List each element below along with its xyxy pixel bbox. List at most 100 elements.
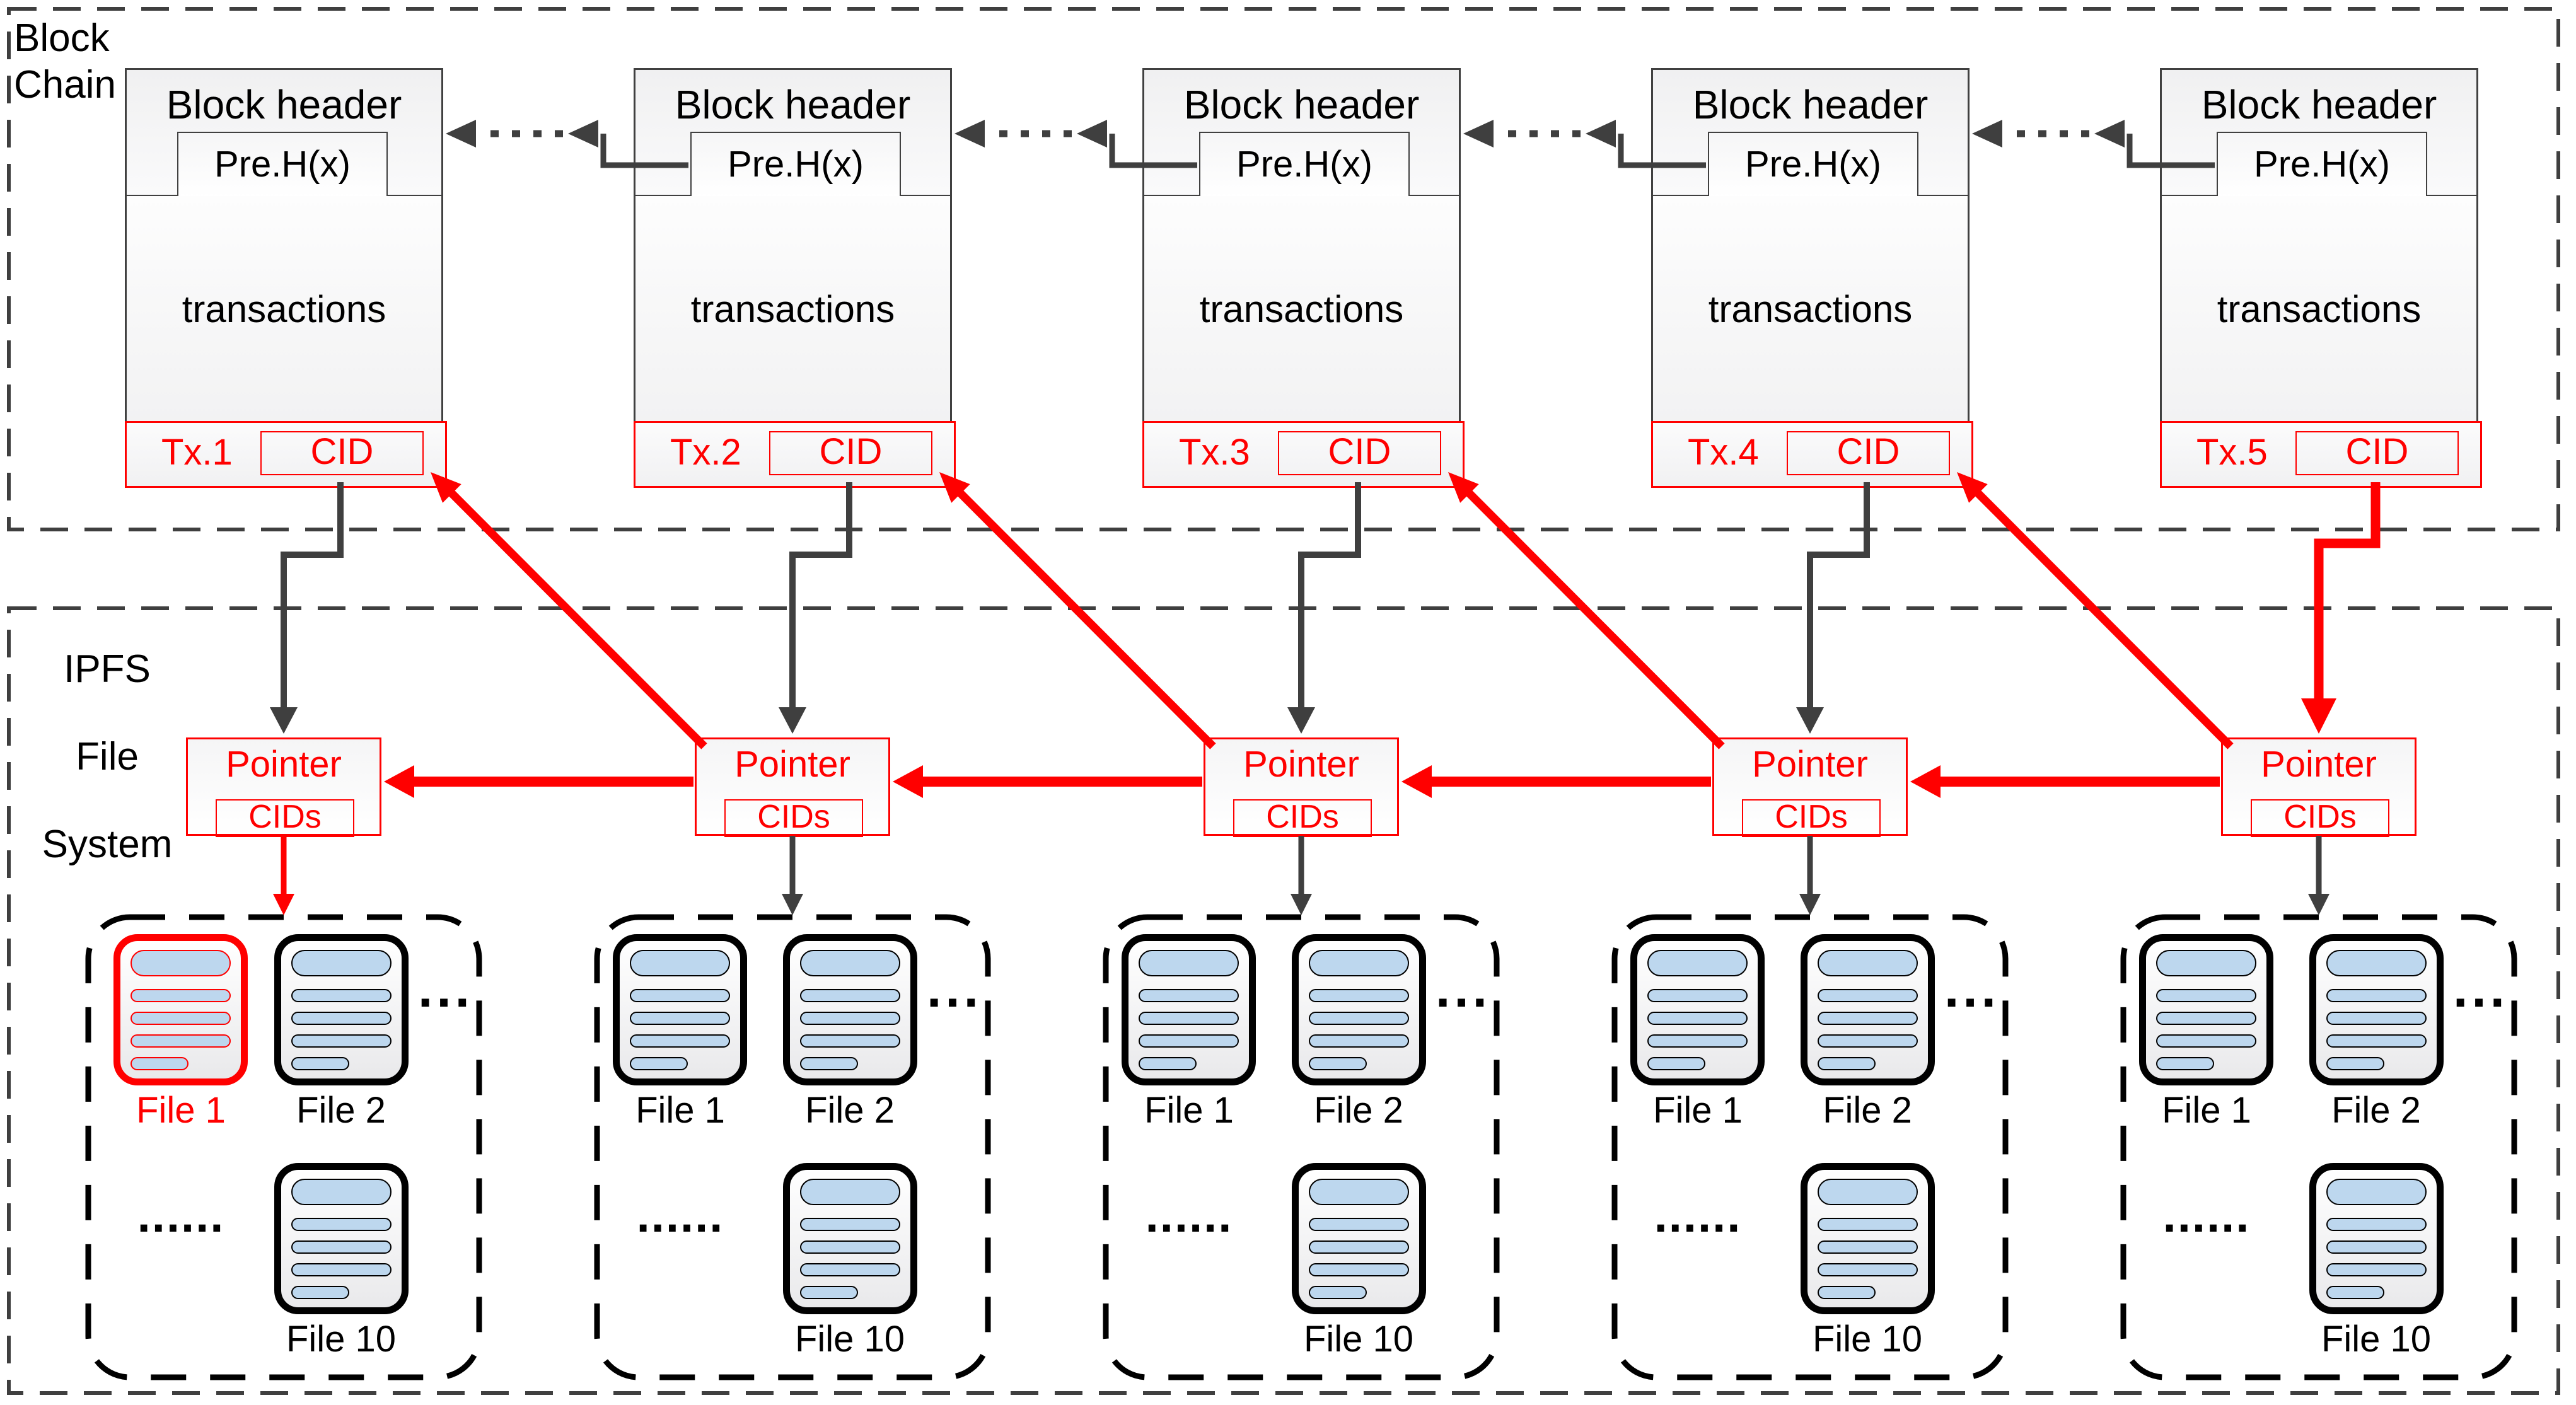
pointer-chain-arrow [1401,765,1711,798]
tx-label: Tx.1 [161,432,233,473]
prev-hash-box: Pre.H(x) [1199,132,1410,199]
file-label: File 1 [1653,1090,1743,1131]
file-label: File 10 [2321,1319,2432,1360]
tx-row: Tx.3 CID [1142,421,1465,488]
transactions-area: transactions [2162,196,2476,423]
pointer-to-file-arrow-red [273,836,294,915]
pointer-box-1: Pointer CIDs [186,737,381,837]
block-2: Block header Pre.H(x) transactions Tx.2 … [634,68,956,488]
tx-label: Tx.3 [1179,432,1250,473]
file-document-icon [2139,934,2273,1085]
cids-box: CIDs [216,799,354,837]
cid-to-pointer-arrow [779,482,852,734]
file-label: File 10 [1303,1319,1414,1360]
file-document-icon [1292,1163,1426,1314]
prev-hash-box: Pre.H(x) [690,132,901,199]
pointer-to-files-arrow [782,836,803,915]
pointer-to-cid-diagonal-arrow [431,472,707,749]
block-5: Block header Pre.H(x) transactions Tx.5 … [2160,68,2482,488]
file-label: File 1 [1144,1090,1234,1131]
file-document-icon [2309,1163,2444,1314]
block-3: Block header Pre.H(x) transactions Tx.3 … [1142,68,1465,488]
more-files-ellipsis: ...... [636,1189,724,1242]
file-label: File 10 [1812,1319,1923,1360]
file-document-icon [783,1163,917,1314]
file-document-icon [1630,934,1765,1085]
block-1: Block header Pre.H(x) transactions Tx.1 … [125,68,447,488]
cid-to-pointer-arrow [1287,482,1361,734]
cids-box: CIDs [724,799,863,837]
file-document-icon-highlighted [113,934,248,1085]
pointer-chain-arrow [893,765,1202,798]
blockchain-label-line1: Block [14,16,110,60]
file-document-icon [1122,934,1256,1085]
file-document-icon [274,934,409,1085]
more-files-ellipsis: ... [1436,959,1492,1018]
more-files-ellipsis: ... [418,959,474,1018]
tx-row: Tx.5 CID [2160,421,2482,488]
cid-to-pointer-arrow [270,482,344,734]
file-label: File 1 [635,1090,725,1131]
cid-box: CID [260,431,424,475]
transactions-area: transactions [127,196,441,423]
tx-label: Tx.5 [2196,432,2268,473]
tx-row: Tx.2 CID [634,421,956,488]
more-files-ellipsis: ... [1944,959,2000,1018]
transactions-area: transactions [1144,196,1459,423]
cids-box: CIDs [1742,799,1881,837]
file-label: File 1 [2162,1090,2251,1131]
pointer-to-cid-diagonal-arrow [1957,472,2234,749]
cid-to-pointer-arrow-red [2301,482,2381,734]
file-label: File 2 [296,1090,386,1131]
file-label: File 1 [136,1090,226,1131]
pointer-label: Pointer [226,744,342,785]
pointer-to-files-arrow [2308,836,2329,915]
ipfs-label-line1: IPFS [64,647,151,691]
more-files-ellipsis: ... [2453,959,2509,1018]
blockchain-section-label: Block Chain [14,15,116,108]
transactions-area: transactions [1653,196,1968,423]
pointer-to-files-arrow [1291,836,1312,915]
more-files-ellipsis: ... [927,959,983,1018]
file-label: File 2 [805,1090,895,1131]
pointer-box-2: Pointer CIDs [695,737,890,837]
cid-box: CID [1787,431,1950,475]
pointer-chain-arrow [1910,765,2220,798]
ipfs-section-label: IPFS File System [6,625,208,888]
ipfs-label-line3: System [42,823,173,866]
file-label: File 10 [286,1319,397,1360]
pointer-label: Pointer [1243,744,1359,785]
pointer-to-files-arrow [1799,836,1821,915]
more-files-ellipsis: ...... [1145,1189,1233,1242]
pointer-box-5: Pointer CIDs [2221,737,2416,837]
file-label: File 10 [794,1319,905,1360]
prev-hash-box: Pre.H(x) [1708,132,1918,199]
block-4: Block header Pre.H(x) transactions Tx.4 … [1651,68,1973,488]
prev-hash-box: Pre.H(x) [2217,132,2427,199]
pointer-label: Pointer [2261,744,2377,785]
file-label: File 2 [1314,1090,1403,1131]
blockchain-label-line2: Chain [14,63,116,107]
cids-box: CIDs [2251,799,2389,837]
file-document-icon [613,934,747,1085]
more-files-ellipsis: ...... [1654,1189,1742,1242]
pointer-box-3: Pointer CIDs [1204,737,1399,837]
file-document-icon [1801,1163,1935,1314]
ipfs-label-line2: File [76,735,139,778]
more-files-ellipsis: ...... [137,1189,225,1242]
cid-box: CID [769,431,932,475]
file-document-icon [1292,934,1426,1085]
tx-label: Tx.4 [1688,432,1759,473]
cid-to-pointer-arrow [1796,482,1870,734]
tx-label: Tx.2 [670,432,741,473]
cids-box: CIDs [1233,799,1372,837]
tx-row: Tx.4 CID [1651,421,1973,488]
more-files-ellipsis: ...... [2162,1189,2251,1242]
pointer-label: Pointer [734,744,850,785]
file-document-icon [274,1163,409,1314]
cid-box: CID [2295,431,2459,475]
cid-box: CID [1278,431,1441,475]
pointer-box-4: Pointer CIDs [1712,737,1908,837]
file-label: File 2 [1823,1090,1912,1131]
